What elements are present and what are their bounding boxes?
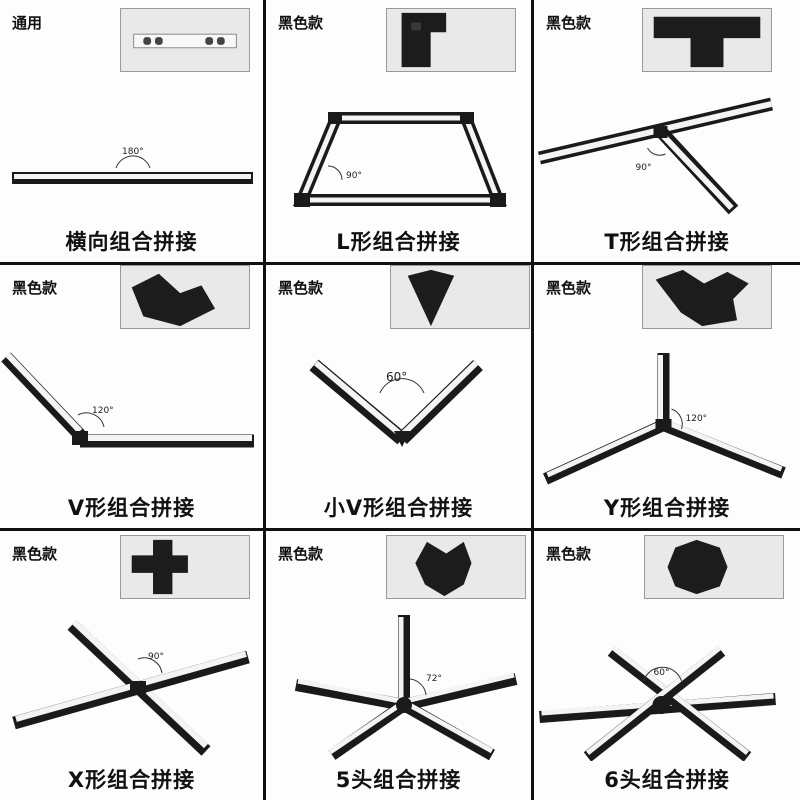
panel-tag: 黑色款 [12,545,58,563]
panel-x-shape: 黑色款 90° X形组合拼接 [0,531,266,800]
connector-thumbnail [386,535,526,599]
y-connector-image [655,269,749,327]
panel-tag: 黑色款 [12,279,58,297]
panel-t-shape: 黑色款 90° T形组合拼接 [534,0,800,265]
angle-label: 90° [636,163,652,173]
angle-label: 90° [346,171,362,181]
angle-label: 60° [386,370,407,384]
panel-caption: 5头组合拼接 [335,768,462,792]
panel-tag: 黑色款 [546,545,592,563]
panel-six-head: 黑色款 60° 6头组合拼接 [534,531,800,800]
panel-caption: T形组合拼接 [604,230,730,254]
small-v-assembly: 60° [266,335,531,495]
panel-five-head: 黑色款 72° 5头组合拼接 [266,531,534,800]
straight-connector-image [133,33,237,49]
angle-label: 120° [686,414,708,424]
straight-assembly: 180° [0,70,263,230]
t-connector-image [653,16,761,68]
panel-tag: 黑色款 [278,545,324,563]
panel-tag: 黑色款 [546,14,592,32]
panel-y-shape: 黑色款 120° Y形组合拼接 [534,265,800,531]
panel-caption: L形组合拼接 [336,230,461,254]
angle-label: 72° [426,674,442,684]
l-connector-image [401,12,447,68]
connector-thumbnail [390,265,530,329]
panel-l-shape: 黑色款 90° L形组合拼接 [266,0,534,265]
connector-thumbnail [120,535,250,599]
panel-tag: 黑色款 [278,14,324,32]
small-v-connector-image [407,269,455,327]
connector-thumbnail [120,265,250,329]
angle-label: 60° [654,668,670,678]
panel-caption: 小V形组合拼接 [323,496,474,520]
connector-thumbnail [642,8,772,72]
panel-caption: Y形组合拼接 [603,496,731,520]
panel-caption: 6头组合拼接 [604,768,730,792]
connector-thumbnail [120,8,250,72]
connector-thumbnail [642,265,772,329]
six-head-connector-image [667,539,728,595]
l-assembly: 90° [266,70,531,230]
x-assembly: 90° [0,601,263,761]
five-head-assembly: 72° [266,601,531,761]
connector-thumbnail [386,8,516,72]
panel-tag: 黑色款 [546,279,592,297]
y-assembly: 120° [534,335,800,495]
panel-caption: X形组合拼接 [67,768,196,792]
v-connector-image [131,273,216,327]
angle-label: 120° [92,406,114,416]
panel-tag: 通用 [12,14,43,32]
t-assembly: 90° [534,70,800,230]
panel-small-v-shape: 黑色款 60° 小V形组合拼接 [266,265,534,531]
angle-label: 180° [122,147,144,157]
x-connector-image [131,539,188,595]
panel-v-shape: 黑色款 120° V形组合拼接 [0,265,266,531]
v-assembly: 120° [0,335,263,495]
panel-tag: 黑色款 [278,279,324,297]
angle-label: 90° [148,652,164,662]
five-head-connector-image [415,541,472,597]
panel-caption: V形组合拼接 [67,496,196,520]
six-head-assembly: 60° [534,601,800,762]
panel-caption: 横向组合拼接 [65,230,198,254]
panel-straight: 通用 180° 横向组合拼接 [0,0,266,265]
connector-thumbnail [644,535,784,599]
